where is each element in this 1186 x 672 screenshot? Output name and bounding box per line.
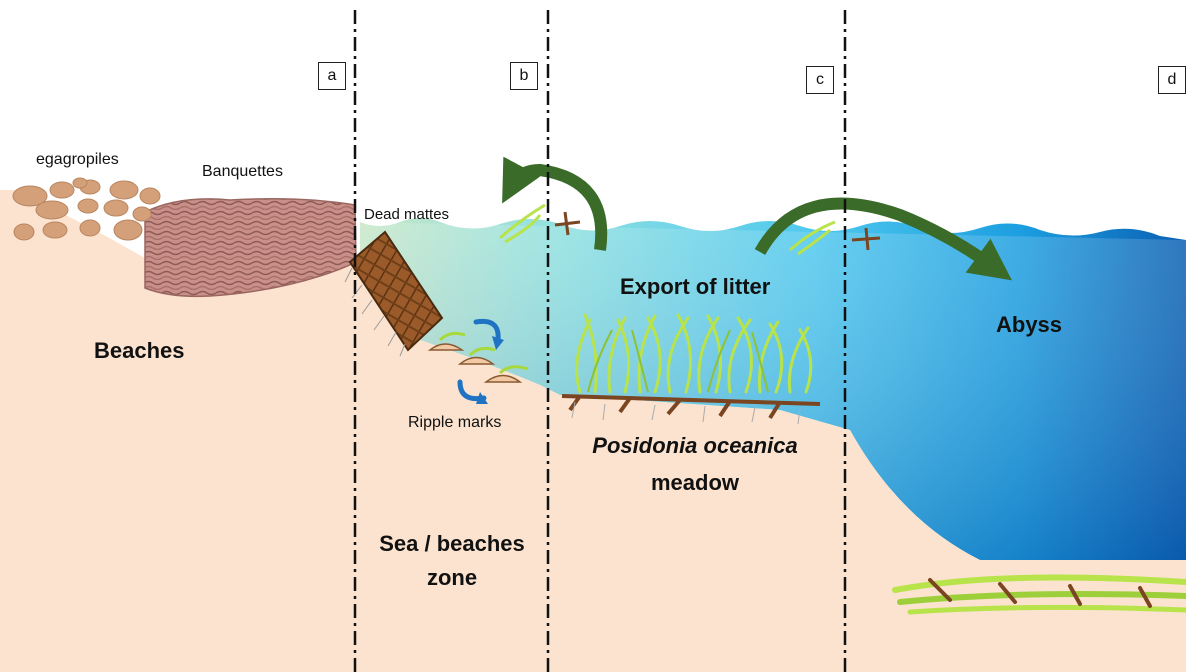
panel-label-a: a bbox=[318, 62, 346, 90]
dead-mattes-label: Dead mattes bbox=[364, 206, 449, 223]
panel-label-b: b bbox=[510, 62, 538, 90]
banquettes-label: Banquettes bbox=[202, 163, 283, 181]
meadow-label: meadow bbox=[560, 470, 830, 496]
beaches-label: Beaches bbox=[94, 338, 185, 364]
posidonia-oceanica-label: Posidonia oceanica bbox=[560, 433, 830, 459]
panel-label-c: c bbox=[806, 66, 834, 94]
sea-beaches-zone-label-line1: Sea / beaches bbox=[358, 531, 546, 557]
sea-beaches-zone-label-line2: zone bbox=[358, 565, 546, 591]
panel-label-d: d bbox=[1158, 66, 1186, 94]
abyss-label: Abyss bbox=[996, 312, 1062, 338]
ripple-marks-label: Ripple marks bbox=[408, 414, 501, 432]
export-of-litter-label: Export of litter bbox=[620, 274, 770, 300]
egagropiles-label: egagropiles bbox=[36, 151, 119, 169]
